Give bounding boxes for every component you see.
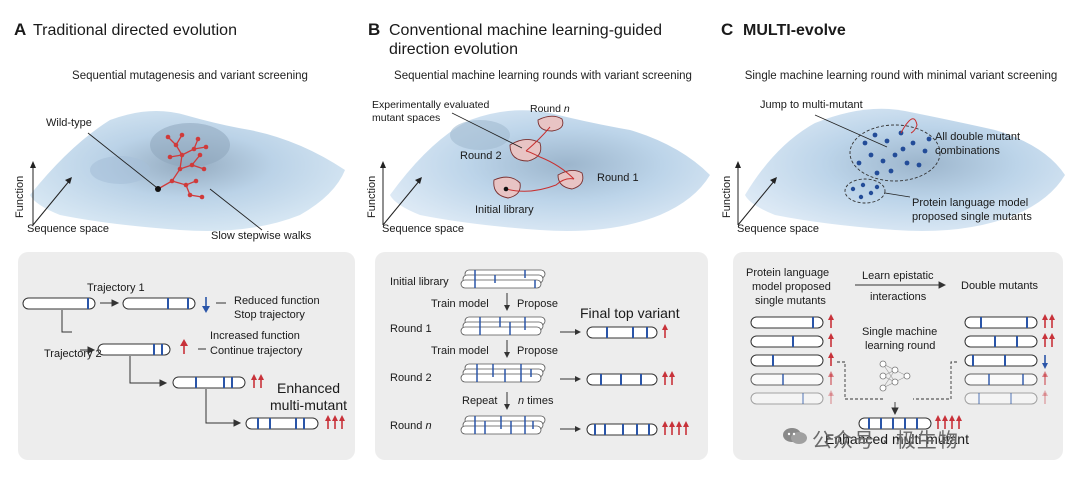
jump-label: Jump to multi-mutant: [760, 99, 863, 111]
panel-a-letter: A: [14, 20, 27, 39]
box-plm-label-3: single mutants: [755, 295, 826, 307]
all-double-label-2: combinations: [935, 145, 1000, 157]
box-plm-label-1: Protein language: [746, 267, 830, 279]
final-top-variant-label: Final top variant: [580, 305, 680, 321]
panel-b-function-axis: Function: [366, 175, 378, 218]
panel-c-landscape: [735, 108, 1065, 231]
increased-function-label: Increased function: [210, 330, 300, 342]
enhanced-multi-mutant-label: Enhanced multi-mutant: [825, 431, 969, 447]
panel-a-sequence-axis: Sequence space: [27, 223, 109, 235]
wechat-icon: [782, 426, 808, 446]
panel-b-title-2: direction evolution: [389, 41, 518, 58]
mutant-spaces-label: mutant spaces: [372, 112, 441, 124]
exp-evaluated-label: Experimentally evaluated: [372, 99, 490, 111]
panel-c-letter: C: [721, 20, 734, 39]
panel-b-rounds: [460, 269, 689, 436]
box-plm-label-2: model proposed: [752, 281, 831, 293]
box-round-n-label: Round n: [390, 420, 432, 432]
panel-b-sequence-axis: Sequence space: [382, 223, 464, 235]
round-2-landscape-label: Round 2: [460, 150, 502, 162]
initial-library-landscape-label: Initial library: [475, 204, 534, 216]
panel-c-sequence-axis: Sequence space: [737, 223, 819, 235]
round-1-landscape-label: Round 1: [597, 172, 639, 184]
trajectory-2-label: Trajectory 2: [44, 348, 102, 360]
enhanced-label: Enhanced: [277, 380, 341, 396]
panel-a-landscape: [30, 111, 345, 231]
panel-a-subtitle: Sequential mutagenesis and variant scree…: [72, 70, 308, 82]
propose-2-label: Propose: [517, 345, 558, 357]
all-double-label-1: All double mutant: [935, 131, 1020, 143]
plm-label-2: proposed single mutants: [912, 211, 1032, 223]
slow-walks-label: Slow stepwise walks: [211, 230, 312, 242]
stop-trajectory-label: Stop trajectory: [234, 309, 305, 321]
panel-b-landscape: [380, 110, 710, 231]
single-ml-label-1: Single machine: [862, 326, 938, 338]
round-n-landscape-label: Round n: [530, 103, 570, 115]
panel-b-title-1: Conventional machine learning-guided: [389, 22, 663, 39]
panel-c-title: MULTI-evolve: [743, 22, 846, 39]
trajectory-1-label: Trajectory 1: [87, 282, 145, 294]
train-model-1-label: Train model: [431, 298, 489, 310]
panel-c-subtitle: Single machine learning round with minim…: [744, 70, 1058, 82]
learn-epistatic-label-1: Learn epistatic: [862, 270, 934, 282]
n-times-label: n times: [518, 395, 554, 407]
propose-1-label: Propose: [517, 298, 558, 310]
box-initial-library-label: Initial library: [390, 276, 449, 288]
wild-type-label: Wild-type: [46, 117, 92, 129]
watermark-text: 公众号 · 极生物: [812, 430, 959, 452]
double-mutants-label: Double mutants: [961, 280, 1039, 292]
multi-mutant-label: multi-mutant: [270, 397, 348, 413]
box-round-1-label: Round 1: [390, 323, 432, 335]
panel-a-function-axis: Function: [14, 175, 26, 218]
panel-a-trajectories: [22, 297, 345, 430]
panel-c-workflow: [750, 281, 1055, 430]
panel-b-letter: B: [368, 20, 381, 39]
repeat-label: Repeat: [462, 395, 498, 407]
box-round-2-label: Round 2: [390, 372, 432, 384]
reduced-function-label: Reduced function: [234, 295, 320, 307]
single-ml-label-2: learning round: [865, 340, 936, 352]
train-model-2-label: Train model: [431, 345, 489, 357]
learn-epistatic-label-2: interactions: [870, 291, 927, 303]
panel-a-title: Traditional directed evolution: [33, 22, 237, 39]
panel-b-subtitle: Sequential machine learning rounds with …: [394, 70, 692, 82]
panel-c-function-axis: Function: [721, 175, 733, 218]
continue-trajectory-label: Continue trajectory: [210, 345, 303, 357]
plm-label-1: Protein language model: [912, 197, 1029, 209]
